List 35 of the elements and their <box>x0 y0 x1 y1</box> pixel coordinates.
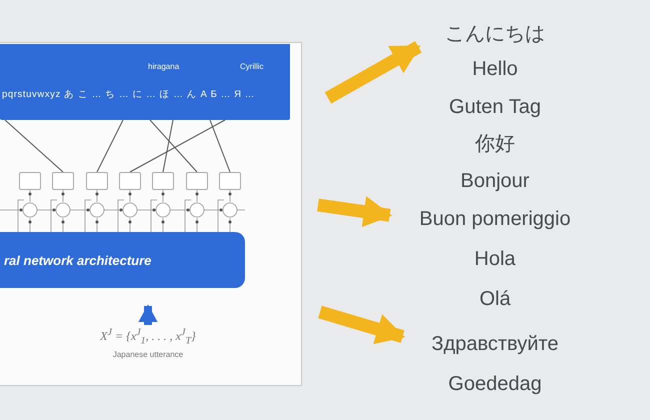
connector-line <box>150 120 198 172</box>
character-cell <box>52 172 74 190</box>
character-cell <box>19 172 41 190</box>
greeting-text: Olá <box>479 288 511 310</box>
input-caption: Japanese utterance <box>112 350 184 360</box>
greeting-text: Здравствуйте <box>432 333 558 355</box>
greeting-text: Guten Tag <box>449 96 541 118</box>
character-cell <box>219 172 241 190</box>
connector-line <box>4 120 64 172</box>
architecture-block <box>0 232 245 288</box>
group-label: Cyrillic <box>240 62 264 71</box>
greeting-text: こんにちは <box>445 23 545 45</box>
greeting-text: Bonjour <box>460 170 530 192</box>
group-label: hiragana <box>148 62 180 71</box>
connector-line <box>210 120 230 172</box>
character-row: pqrstuvwxyz あ こ … ち … に … ほ … ん А Б … Я … <box>2 88 255 101</box>
greeting-text: Hola <box>474 248 516 270</box>
greeting-text: 你好 <box>475 133 515 155</box>
greeting-text: Buon pomeriggio <box>419 208 571 230</box>
arrow <box>324 41 422 104</box>
character-cell <box>119 172 141 190</box>
block-title: ral network architecture <box>3 252 152 268</box>
character-cell <box>86 172 108 190</box>
greeting-text: Goededag <box>448 373 542 395</box>
connector-line <box>162 120 174 172</box>
character-cell <box>152 172 174 190</box>
connector-line <box>130 120 226 172</box>
arrow <box>318 306 406 344</box>
character-cell <box>186 172 208 190</box>
arrow <box>138 304 158 325</box>
connector-line <box>96 120 124 172</box>
input-formula: X$^{J}$ = {x$^{J}$$_{1}$, . . . , x$^{J}$$_{T}$} <box>98 327 197 346</box>
output-layer-band <box>0 44 290 120</box>
greeting-text: Hello <box>472 58 518 80</box>
arrow <box>317 196 392 228</box>
